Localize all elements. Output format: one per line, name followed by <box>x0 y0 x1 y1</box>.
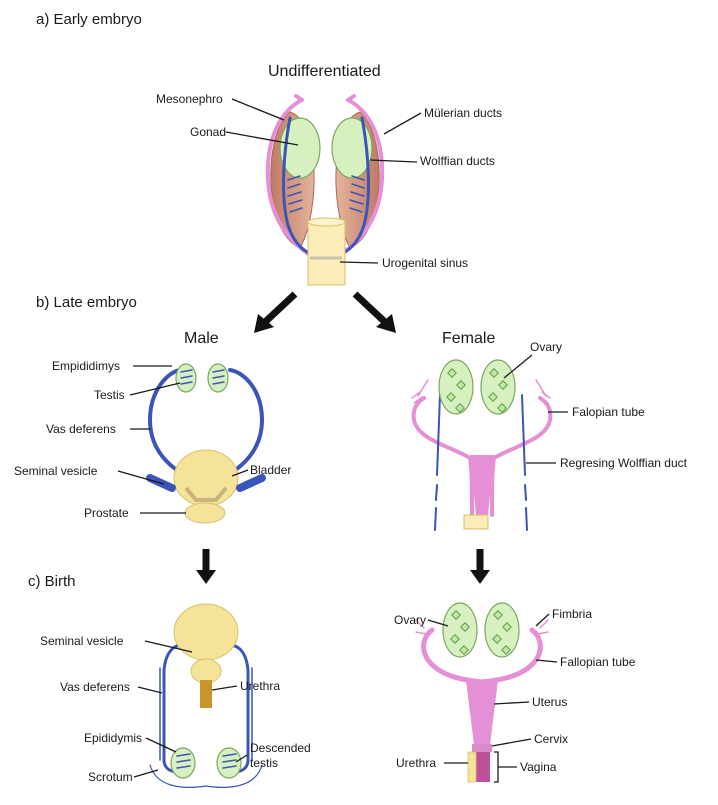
prostate-birth <box>191 659 221 683</box>
label-vagina: Vagina <box>520 760 557 774</box>
label-urogenital-sinus: Urogenital sinus <box>382 256 468 270</box>
heading-female: Female <box>442 330 495 347</box>
heading-undifferentiated: Undifferentiated <box>268 63 381 80</box>
left-regressing-wolffian-duct <box>435 395 440 530</box>
prostate <box>185 503 225 523</box>
label-cervix: Cervix <box>534 732 568 746</box>
early-embryo-illustration <box>268 96 382 285</box>
label-descended: Descended <box>250 741 311 755</box>
label-testis: Testis <box>94 388 125 402</box>
cervix <box>472 744 492 752</box>
label-descended-testis: testis <box>250 756 278 770</box>
label-gonad: Gonad <box>190 125 226 139</box>
uterus <box>466 680 498 745</box>
urogenital-sinus-late <box>464 515 488 529</box>
label-wolffian-ducts: Wolffian ducts <box>420 154 495 168</box>
label-ovary-birth: Ovary <box>394 613 426 627</box>
arrow-male-to-birth <box>196 549 216 584</box>
label-vas-deferens-birth: Vas deferens <box>60 680 130 694</box>
right-testis <box>208 364 228 392</box>
section-c-title: c) Birth <box>28 573 76 590</box>
label-mesonephro: Mesonephro <box>156 92 223 106</box>
bladder <box>174 450 238 506</box>
right-ovary-late <box>481 360 515 414</box>
left-ovary-late <box>439 360 473 414</box>
label-fallopian-tube-birth: Fallopian tube <box>560 655 636 669</box>
label-ovary-late: Ovary <box>530 340 562 354</box>
right-descended-testis <box>217 748 241 778</box>
late-male-illustration <box>150 364 262 523</box>
bladder-birth <box>174 604 238 660</box>
fallopian-tubes-birth <box>424 630 541 682</box>
arrow-to-male <box>254 294 295 333</box>
label-scrotum: Scrotum <box>88 770 133 784</box>
urogenital-sinus <box>308 222 345 285</box>
left-ovary-birth <box>443 603 477 657</box>
vagina <box>476 752 490 782</box>
left-fallopian-tube-late <box>414 398 472 515</box>
right-fallopian-tube-late <box>492 398 550 515</box>
label-prostate: Prostate <box>84 506 129 520</box>
arrow-female-to-birth <box>470 549 490 584</box>
left-testis <box>176 364 196 392</box>
urethra-female <box>468 752 476 782</box>
label-seminal-vesicle-birth: Seminal vesicle <box>40 634 124 648</box>
late-female-illustration <box>412 360 550 530</box>
section-a-title: a) Early embryo <box>36 11 142 28</box>
label-falopian-tube: Falopian tube <box>572 405 645 419</box>
label-mullerian-ducts: Mülerian ducts <box>424 106 502 120</box>
label-uterus: Uterus <box>532 695 567 709</box>
heading-male: Male <box>184 330 219 347</box>
label-vas-deferens-late: Vas deferens <box>46 422 116 436</box>
arrow-to-female <box>355 294 396 333</box>
label-epididymis: Epididymis <box>84 731 142 745</box>
label-bladder: Bladder <box>250 463 291 477</box>
label-empididimys: Empididimys <box>52 359 120 373</box>
birth-male-illustration <box>150 604 262 787</box>
label-seminal-vesicle-late: Seminal vesicle <box>14 464 98 478</box>
label-regresing-wolffian-duct: Regresing Wolffian duct <box>560 456 688 470</box>
left-descended-testis <box>171 748 195 778</box>
section-b-title: b) Late embryo <box>36 294 137 311</box>
label-urethra-female: Urethra <box>396 756 436 770</box>
right-ovary-birth <box>485 603 519 657</box>
label-fimbria: Fimbria <box>552 607 592 621</box>
urethra-birth <box>200 680 212 708</box>
label-urethra-birth: Urethra <box>240 679 280 693</box>
